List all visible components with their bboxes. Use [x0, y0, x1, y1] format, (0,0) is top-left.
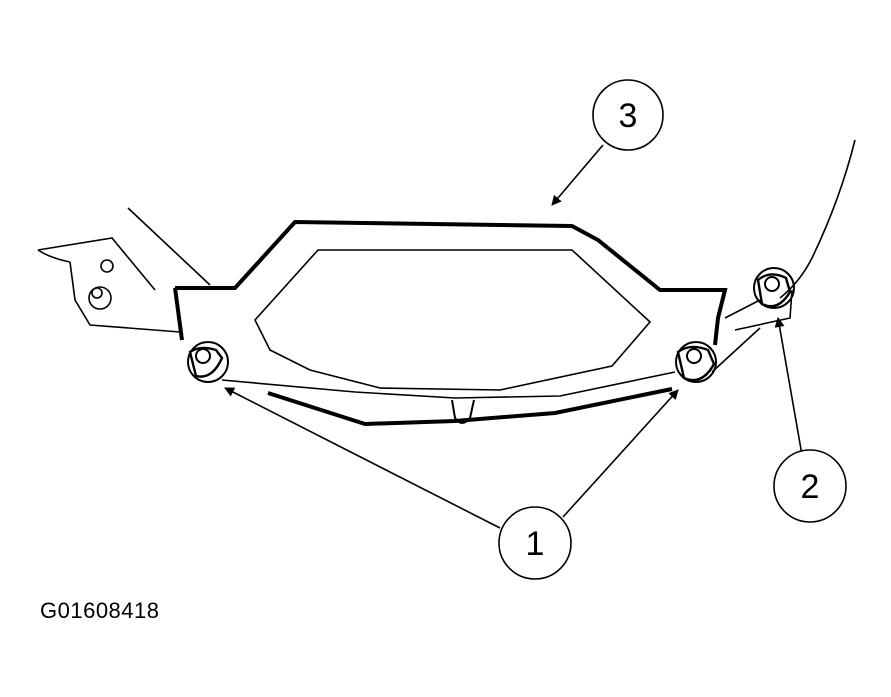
bolt-far-right [753, 267, 795, 309]
callout-2: 2 [773, 449, 847, 523]
callout-1: 1 [498, 506, 572, 580]
callout-1-label: 1 [526, 525, 545, 563]
bolt-left [187, 341, 229, 383]
right-frame [711, 139, 856, 373]
bolt-right [675, 341, 717, 383]
callout-2-label: 2 [801, 468, 820, 506]
leader-1-left [224, 387, 501, 529]
callout-3: 3 [592, 79, 664, 151]
callout-3-label: 3 [619, 97, 638, 135]
leader-2 [774, 317, 803, 456]
figure-code: G01608418 [40, 598, 160, 623]
leader-1-right [562, 389, 679, 518]
leader-lines [224, 144, 803, 529]
gasket-plate [173, 219, 728, 427]
left-bracket [37, 207, 211, 333]
leader-3 [551, 144, 604, 206]
